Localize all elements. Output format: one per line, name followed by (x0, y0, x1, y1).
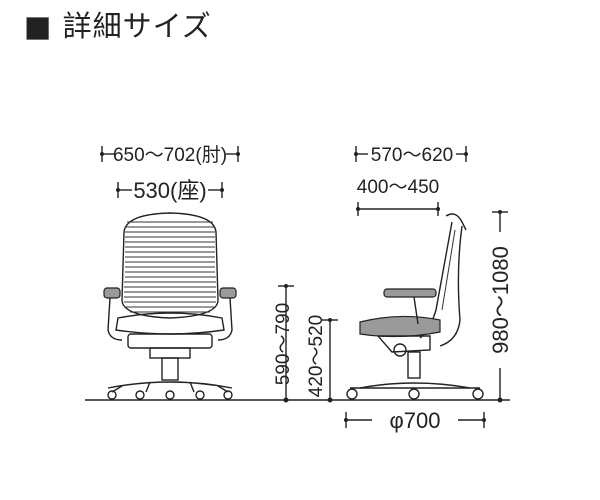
gas-cylinder (161, 357, 179, 381)
seat-side (359, 315, 441, 338)
seat-front (115, 312, 225, 335)
dim-base-diameter: φ700 (344, 408, 486, 433)
front-base (107, 381, 233, 389)
dim-arm-height: 590～790 (273, 284, 294, 403)
dim-seat-width: 530(座) (116, 178, 224, 203)
gas-cylinder-side (407, 351, 421, 379)
dim-armrest-width-label: 650～702(肘) (113, 144, 227, 166)
backrest-mesh (124, 221, 216, 313)
title-text: 詳細サイズ (62, 9, 212, 43)
right-arm-support (217, 297, 233, 341)
dim-seat-width-label: 530(座) (133, 178, 206, 203)
dim-depth: 570～620 (354, 145, 468, 166)
dim-arm-height-label: 590～790 (273, 303, 294, 385)
dim-seat-height-label: 420～520 (306, 315, 327, 397)
dim-armrest-width: 650～702(肘) (100, 144, 240, 166)
dim-seat-depth-label: 400～450 (357, 177, 439, 198)
dim-depth-label: 570～620 (371, 145, 453, 166)
headrest-tip (445, 213, 467, 231)
page-title: ■ 詳細サイズ (24, 6, 212, 46)
dim-base-diameter-label: φ700 (390, 408, 441, 433)
right-armpad (219, 287, 237, 299)
dim-total-height-label: 980～1080 (488, 246, 513, 354)
armpad-side (383, 288, 437, 298)
dim-total-height: 980～1080 (488, 210, 513, 403)
left-armpad (103, 287, 121, 299)
mechanism (127, 333, 213, 349)
title-bullet: ■ (24, 9, 53, 43)
backrest-rear (439, 225, 463, 347)
dim-seat-depth: 400～450 (356, 177, 440, 216)
dim-seat-height: 420～520 (306, 315, 338, 403)
side-view-chair (346, 213, 484, 400)
front-view-chair (103, 212, 237, 400)
left-arm-support (107, 297, 123, 341)
mechanism-side (376, 335, 431, 353)
